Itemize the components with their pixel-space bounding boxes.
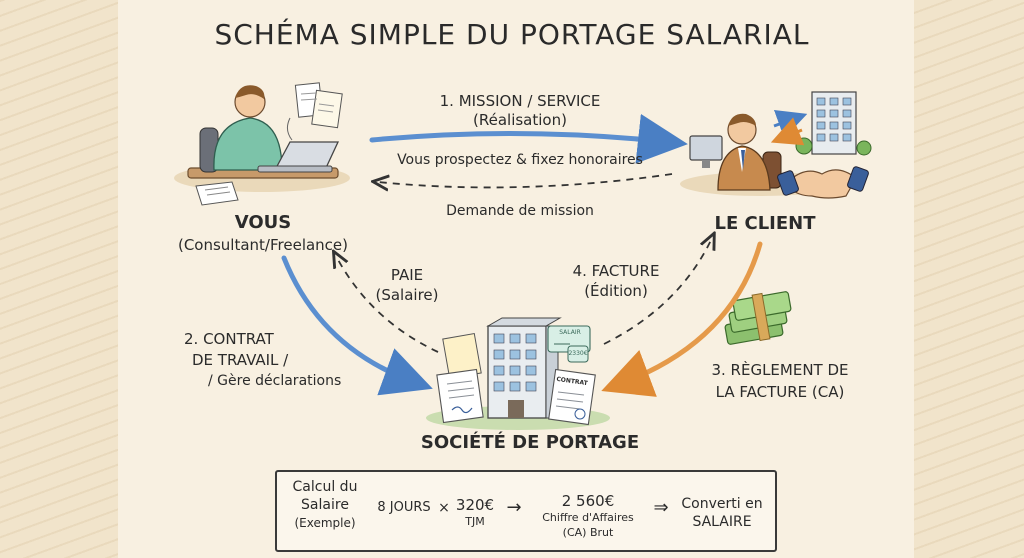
portage-company-label: SOCIÉTÉ DE PORTAGE	[420, 432, 640, 453]
contract-arrow	[281, 255, 433, 396]
calc-result-label-2: SALAIRE	[692, 514, 752, 530]
money-stack-icon	[724, 291, 792, 345]
calc-total-label-1: Chiffre d'Affaires	[542, 511, 634, 524]
client-label: LE CLIENT	[714, 213, 816, 234]
calc-label-2: Salaire	[301, 497, 349, 513]
calc-total: 2 560€	[561, 492, 615, 510]
contract-label-1: 2. CONTRAT	[184, 330, 274, 348]
mission-sublabel: (Réalisation)	[473, 111, 567, 129]
mission-arrow	[369, 113, 688, 164]
salary-slip-title: SALAIR	[559, 329, 581, 336]
calc-result-label-1: Converti en	[681, 496, 763, 512]
salary-label: PAIE	[390, 266, 424, 284]
salary-calculation-box	[275, 470, 777, 552]
calc-days: 8 JOURS	[377, 500, 431, 515]
invoice-sublabel: (Édition)	[584, 282, 648, 300]
calc-label-1: Calcul du	[292, 479, 358, 495]
calc-times: ×	[438, 500, 450, 516]
calc-arrow-1: →	[506, 497, 522, 518]
calc-total-label-2: (CA) Brut	[562, 526, 614, 539]
paper-texture-right	[906, 0, 1024, 558]
salary-arrow	[336, 256, 439, 353]
invoice-label: 4. FACTURE	[572, 262, 660, 280]
freelancer-illustration	[174, 82, 350, 206]
demand-arrow	[378, 173, 673, 187]
vous-role-label: (Consultant/Freelance)	[177, 236, 349, 254]
diagram-title: SCHÉMA SIMPLE DU PORTAGE SALARIAL	[214, 18, 810, 51]
portage-company-illustration	[426, 317, 610, 430]
contract-label-3: / Gère déclarations	[208, 373, 342, 389]
calc-label-3: (Exemple)	[294, 516, 356, 530]
demand-label: Demande de mission	[446, 203, 594, 219]
mission-note: Vous prospectez & fixez honoraires	[397, 152, 643, 168]
client-illustration	[680, 91, 872, 199]
vous-label: VOUS	[234, 212, 292, 233]
payment-label-2: LA FACTURE (CA)	[715, 383, 845, 401]
salary-slip-amount: 2330€	[568, 350, 588, 357]
calc-arrow-2: ⇒	[653, 497, 669, 518]
paper-texture-left	[0, 0, 118, 558]
contract-label-2: DE TRAVAIL /	[192, 351, 289, 369]
invoice-arrow	[603, 238, 712, 345]
salary-sublabel: (Salaire)	[375, 286, 439, 304]
mission-label: 1. MISSION / SERVICE	[439, 92, 601, 110]
payment-arrow	[601, 241, 763, 397]
payment-label-1: 3. RÈGLEMENT DE	[711, 361, 849, 379]
calc-rate-unit: TJM	[465, 515, 485, 528]
calc-rate: 320€	[455, 496, 495, 514]
